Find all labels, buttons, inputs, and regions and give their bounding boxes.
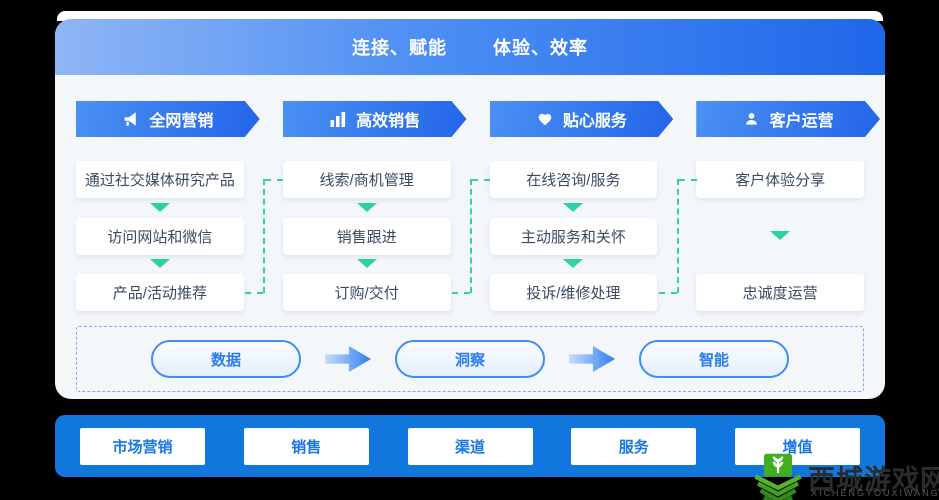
journey-panel: 连接、赋能 体验、效率 全网营销 通过社交媒体研究产品 访问网站和微信 产品/活…: [55, 19, 885, 399]
flow-step: 投诉/维修处理: [489, 274, 658, 311]
site-watermark: 西城游戏网 XICHENGYOUXIWANG: [750, 450, 939, 500]
flow-connector-segment: [659, 292, 677, 294]
domain-channel: 渠道: [407, 427, 533, 465]
flow-step: 产品/活动推荐: [76, 274, 244, 311]
heart-icon: [536, 111, 554, 128]
column-service: 贴心服务 在线咨询/服务 主动服务和关怀 投诉/维修处理: [489, 101, 658, 312]
business-domain-bar: 市场营销 销售 渠道 服务 增值: [55, 415, 885, 477]
domain-value-add: 增值: [735, 427, 860, 465]
flow-step: 主动服务和关怀: [489, 218, 658, 255]
flow-connector-segment: [677, 179, 679, 293]
arrow-down-icon: [356, 203, 377, 212]
arrow-down-icon: [149, 203, 170, 212]
pipeline-stage-insight: 洞察: [395, 340, 545, 378]
journey-columns: 全网营销 通过社交媒体研究产品 访问网站和微信 产品/活动推荐 高效销售 线索/…: [76, 101, 864, 312]
column-header-marketing: 全网营销: [76, 101, 260, 137]
flow-connector-segment: [452, 292, 470, 294]
watermark-site-name-latin: XICHENGYOUXIWANG: [811, 488, 939, 498]
column-header-label: 全网营销: [149, 113, 214, 130]
wheat-logo-icon: [750, 452, 806, 500]
flow-step: 访问网站和微信: [76, 218, 244, 255]
column-header-label: 贴心服务: [562, 113, 627, 130]
arrow-down-icon: [563, 203, 584, 212]
arrow-down-icon: [356, 259, 377, 268]
megaphone-icon: [122, 111, 140, 128]
flow-step: 销售跟进: [282, 218, 451, 255]
arrow-right-icon: [569, 346, 615, 372]
flow-connector-segment: [245, 292, 263, 294]
column-sales: 高效销售 线索/商机管理 销售跟进 订购/交付: [282, 101, 451, 312]
arrow-down-icon: [149, 259, 170, 268]
arrow-right-icon: [325, 346, 371, 372]
flow-connector-segment: [679, 179, 697, 181]
flow-connector-segment: [263, 179, 265, 293]
watermark-site-name: 西城游戏网: [808, 465, 939, 495]
domain-marketing: 市场营销: [80, 427, 205, 465]
column-header-label: 高效销售: [356, 113, 421, 130]
flow-step: 客户体验分享: [696, 161, 864, 198]
pipeline-stage-intelligence: 智能: [639, 340, 789, 378]
column-header-customer-ops: 客户运营: [696, 101, 880, 137]
top-banner: 连接、赋能 体验、效率: [55, 19, 885, 75]
flow-step: 订购/交付: [282, 274, 451, 311]
flow-step: 在线咨询/服务: [489, 161, 658, 198]
arrow-down-icon: [563, 259, 584, 268]
banner-title-right: 体验、效率: [493, 38, 588, 58]
column-customer-ops: 客户运营 客户体验分享 忠诚度运营: [696, 101, 864, 312]
flow-step: 通过社交媒体研究产品: [76, 161, 244, 198]
flow-connector-segment: [470, 179, 472, 293]
column-marketing: 全网营销 通过社交媒体研究产品 访问网站和微信 产品/活动推荐: [76, 101, 244, 312]
column-header-service: 贴心服务: [490, 101, 674, 137]
column-header-label: 客户运营: [769, 113, 834, 130]
pipeline-stage-data: 数据: [151, 340, 301, 378]
flow-step: 忠诚度运营: [696, 274, 864, 311]
bar-chart-icon: [329, 111, 347, 128]
flow-connector-segment: [472, 179, 490, 181]
pipeline-frame: 数据 洞察 智能: [76, 326, 864, 392]
flow-step: 线索/商机管理: [282, 161, 451, 198]
domain-sales: 销售: [243, 427, 369, 465]
domain-service: 服务: [571, 427, 697, 465]
page-edge-strip: [57, 11, 883, 21]
arrow-down-icon: [770, 231, 791, 240]
flow-connector-segment: [265, 179, 283, 181]
column-header-sales: 高效销售: [283, 101, 467, 137]
banner-title-left: 连接、赋能: [352, 38, 447, 58]
user-icon: [743, 111, 761, 128]
